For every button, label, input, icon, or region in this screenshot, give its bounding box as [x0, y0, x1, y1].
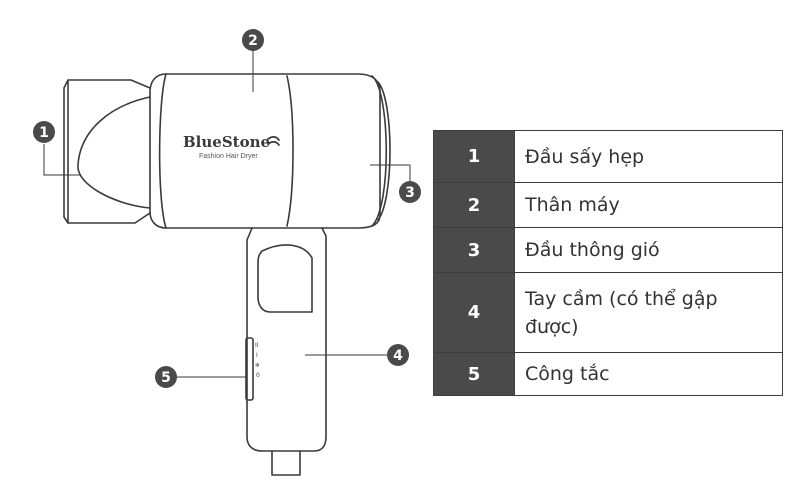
switch-mark-high: II: [255, 342, 259, 349]
legend-label: Đầu thông gió: [514, 227, 783, 273]
parts-legend-table: 1 Đầu sấy hẹp 2 Thân máy 3 Đầu thông gió…: [433, 130, 783, 396]
switch-mark-off: 0: [256, 372, 260, 379]
legend-label: Đầu sấy hẹp: [514, 130, 783, 183]
legend-label: Thân máy: [514, 182, 783, 228]
svg-text:1: 1: [39, 125, 49, 141]
callout-5: 5: [155, 366, 177, 388]
legend-number: 5: [433, 352, 515, 396]
legend-number: 1: [433, 130, 515, 183]
switch-mark-low: I: [256, 352, 258, 359]
legend-row: 2 Thân máy: [433, 182, 783, 228]
svg-text:5: 5: [161, 370, 171, 386]
legend-number: 3: [433, 227, 515, 273]
svg-text:3: 3: [405, 185, 415, 201]
brand-name: BlueStone: [183, 133, 270, 151]
power-switch: [245, 337, 254, 401]
callout-4: 4: [387, 344, 409, 366]
brand-subtitle: Fashion Hair Dryer: [199, 153, 258, 160]
brand-swoosh-icon: [267, 135, 280, 146]
callout-3: 3: [399, 181, 421, 203]
legend-row: 5 Công tắc: [433, 352, 783, 396]
svg-text:2: 2: [248, 33, 258, 49]
callout-2: 2: [242, 29, 264, 51]
leader-line-1: [43, 144, 80, 176]
svg-text:4: 4: [393, 348, 403, 364]
legend-label: Tay cầm (có thể gập được): [514, 272, 783, 353]
dryer-body: [149, 73, 381, 229]
legend-number: 4: [433, 272, 515, 353]
leader-line-3: [370, 164, 411, 182]
callout-1: 1: [33, 121, 55, 143]
legend-number: 2: [433, 182, 515, 228]
legend-label: Công tắc: [514, 352, 783, 396]
legend-row: 3 Đầu thông gió: [433, 227, 783, 273]
handle: [246, 227, 327, 476]
legend-row: 4 Tay cầm (có thể gập được): [433, 272, 783, 353]
legend-row: 1 Đầu sấy hẹp: [433, 130, 783, 183]
switch-mark-cool: ❄: [255, 362, 260, 369]
rear-vent: [371, 75, 391, 227]
nozzle: [63, 79, 151, 224]
